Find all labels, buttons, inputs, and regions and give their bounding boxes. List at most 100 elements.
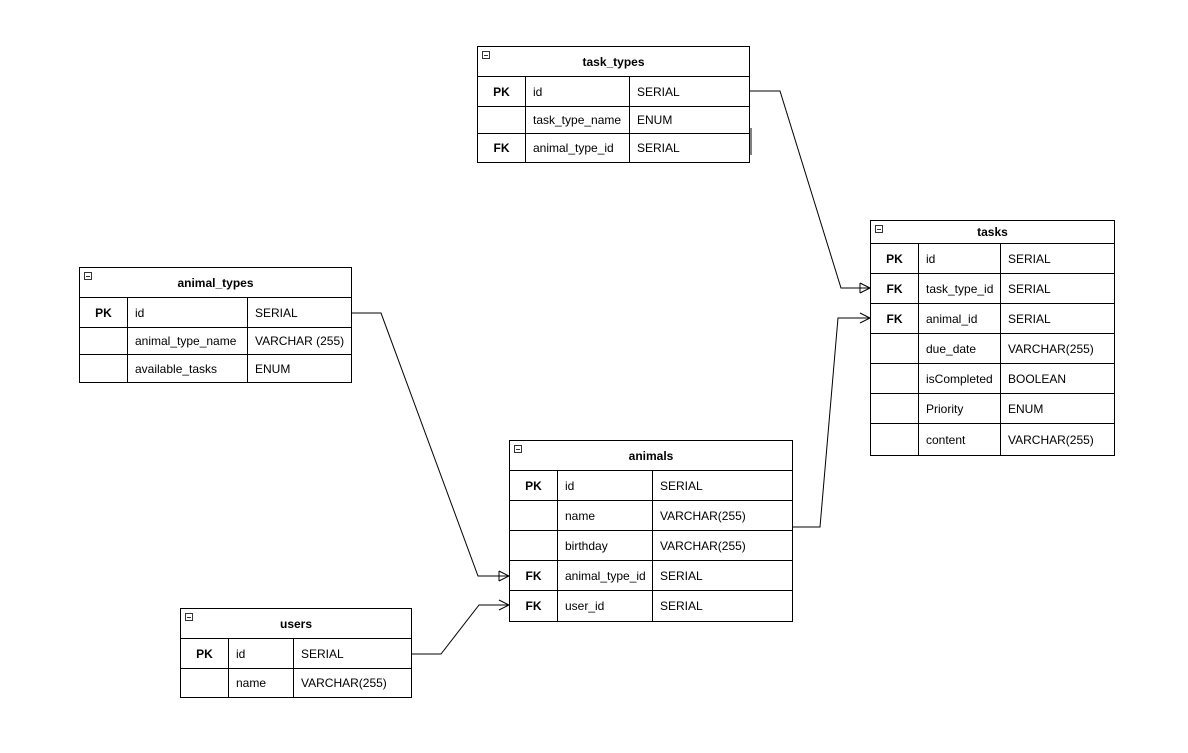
key-cell [80,328,128,354]
key-cell [510,531,558,560]
field-type-cell: BOOLEAN [1008,371,1067,386]
field-name-cell: Priority [919,394,1001,423]
key-cell: PK [80,298,128,327]
field-row[interactable]: due_date VARCHAR(255) [871,334,1114,364]
field-type-cell: SERIAL [255,305,298,320]
field-type-cell: SERIAL [1008,251,1051,266]
field-type-cell: VARCHAR(255) [1008,341,1094,356]
field-name-cell: animal_id [919,304,1001,333]
field-row[interactable]: animal_type_name VARCHAR (255) [80,328,351,355]
key-cell [871,394,919,423]
field-type-cell: VARCHAR(255) [1008,432,1094,447]
field-name-cell: task_type_id [919,274,1001,303]
key-cell: FK [510,561,558,590]
field-type-cell: SERIAL [660,599,703,613]
key-cell: FK [871,304,919,333]
collapse-icon[interactable] [482,51,490,59]
field-type-cell: SERIAL [660,478,703,493]
entity-title: tasks [977,225,1008,239]
field-type-cell: SERIAL [1008,281,1051,296]
entity-title: animals [628,448,674,463]
field-type-cell: ENUM [1008,401,1044,416]
key-cell [181,669,229,697]
field-name-cell: due_date [919,334,1001,363]
field-name-cell: task_type_name [526,107,630,133]
field-name-cell: id [229,639,294,668]
entity-title: users [279,616,313,631]
collapse-icon[interactable] [84,272,92,280]
field-type-cell: SERIAL [301,646,344,661]
field-name-cell: content [919,424,1001,455]
field-type-cell: SERIAL [660,568,703,583]
field-type-cell: SERIAL [1008,311,1051,326]
field-name-cell: user_id [558,591,653,621]
field-name-cell: available_tasks [128,355,248,382]
relation-users-to-animals[interactable] [411,599,511,655]
collapse-icon[interactable] [185,613,193,621]
field-row[interactable]: content VARCHAR(255) [871,424,1114,455]
key-cell: PK [181,639,229,668]
field-name-cell: animal_type_id [558,561,653,590]
key-cell [510,501,558,530]
key-cell: PK [478,77,526,106]
key-cell [871,364,919,393]
entity-header[interactable]: tasks [871,221,1114,244]
field-type-cell: VARCHAR(255) [660,538,746,553]
field-name-cell: id [526,77,630,106]
key-cell: PK [871,244,919,273]
field-type-cell: VARCHAR(255) [660,508,746,523]
entity-header[interactable]: animals [510,441,792,471]
field-row[interactable]: birthday VARCHAR(255) [510,531,792,561]
key-cell: FK [478,134,526,162]
field-type-cell: SERIAL [637,141,680,155]
entity-title: animal_types [177,275,254,290]
entity-title: task_types [582,54,645,69]
field-name-cell: isCompleted [919,364,1001,393]
relation-animal-types-to-animals[interactable] [351,312,511,582]
entity-header[interactable]: users [181,609,411,639]
entity-header[interactable]: animal_types [80,268,351,298]
field-row[interactable]: Priority ENUM [871,394,1114,424]
field-row[interactable]: available_tasks ENUM [80,355,351,382]
relation-animals-to-tasks[interactable] [792,312,872,528]
key-cell: FK [871,274,919,303]
field-name-cell: animal_type_name [128,328,248,354]
entity-header[interactable]: task_types [478,47,749,77]
field-name-cell: id [558,471,653,500]
key-cell [80,355,128,382]
relation-task-types-to-tasks[interactable] [749,90,872,294]
field-type-cell: VARCHAR (255) [255,334,345,348]
collapse-icon[interactable] [514,445,522,453]
field-name-cell: id [128,298,248,327]
field-type-cell: ENUM [255,361,291,376]
field-name-cell: id [919,244,1001,273]
field-type-cell: ENUM [637,113,673,127]
collapse-icon[interactable] [875,225,883,233]
field-name-cell: birthday [558,531,653,560]
key-cell [871,424,919,455]
key-cell [478,107,526,133]
field-name-cell: animal_type_id [526,134,630,162]
field-type-cell: VARCHAR(255) [301,676,387,690]
field-row[interactable]: task_type_name ENUM [478,107,749,134]
field-row[interactable]: isCompleted BOOLEAN [871,364,1114,394]
field-type-cell: SERIAL [637,84,680,99]
